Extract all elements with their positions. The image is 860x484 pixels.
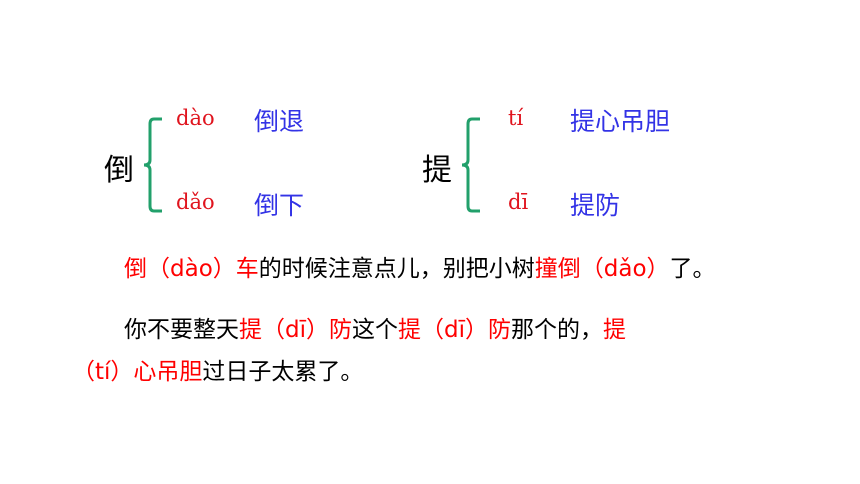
example-sentence-2-line-1: 你不要整天提（dī）防这个提（dī）防那个的，提 [124,310,626,344]
sentence-segment: 你不要整天 [124,317,239,343]
example-word: 提防 [570,191,621,220]
sentence-segment: 提（dī）防 [398,317,511,343]
pinyin-reading: tí [508,106,524,130]
sentence-segment: 这个 [352,317,398,343]
sentence-segment: 倒（dào）车 [124,256,259,282]
sentence-segment: （tí）心吊胆 [72,359,203,385]
example-word: 提心吊胆 [570,107,671,136]
head-character-dao: 倒 [104,153,134,188]
sentence-segment: 的时候注意点儿，别把小树 [258,256,535,282]
sentence-segment: 提（dī）防 [239,317,352,343]
pinyin-reading: dào [176,106,215,130]
sentence-segment: 了。 [669,256,716,282]
pinyin-reading: dī [508,190,529,214]
example-sentence-2-line-2: （tí）心吊胆过日子太累了。 [72,352,363,386]
example-word: 倒下 [254,191,305,220]
sentence-segment: 那个的， [511,317,603,343]
brace-icon [461,117,480,213]
pinyin-reading: dǎo [176,190,215,214]
example-sentence-1: 倒（dào）车的时候注意点儿，别把小树撞倒（dǎo）了。 [124,249,716,283]
sentence-segment: 提 [603,317,626,343]
sentence-segment: 撞倒（dǎo） [534,256,670,282]
head-character-ti: 提 [422,153,452,188]
example-word: 倒退 [254,107,305,136]
sentence-segment: 过日子太累了。 [202,359,364,385]
brace-icon [143,117,162,213]
